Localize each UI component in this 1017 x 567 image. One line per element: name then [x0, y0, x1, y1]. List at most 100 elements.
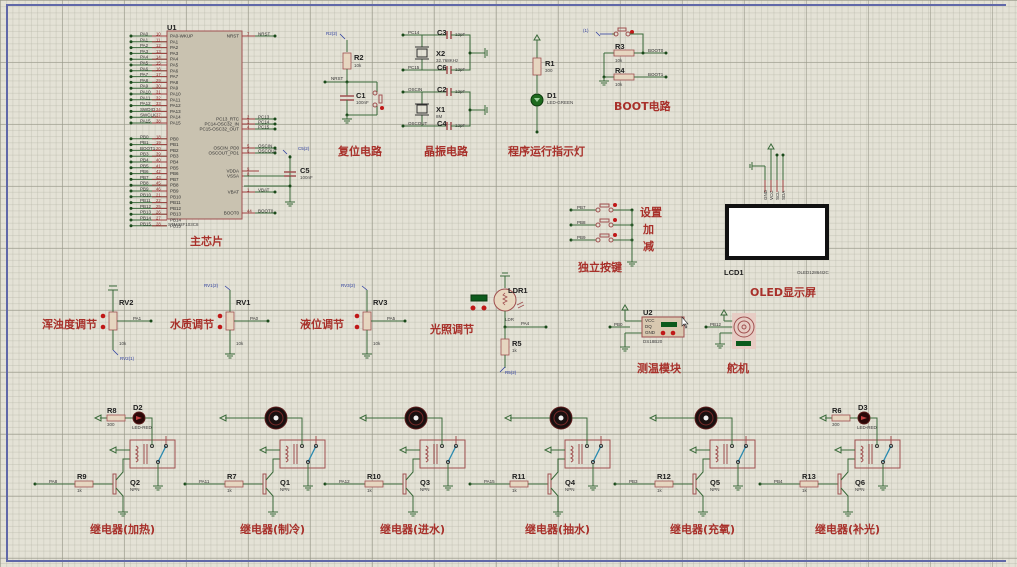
c3-ref: C3 — [437, 28, 447, 37]
pin-number: 5 — [247, 144, 250, 149]
pin-name: PB13 — [170, 212, 182, 217]
pin-number: 26 — [156, 210, 161, 215]
nrst-net: NRST — [331, 76, 344, 81]
pin-name: OSCOUT_PD1 — [208, 151, 239, 156]
key-button-pb7[interactable]: PB7 — [569, 203, 634, 213]
pot-ref: RV1 — [236, 298, 250, 307]
x2-val: 32.768KHz — [436, 58, 459, 63]
net-label: PB6 — [140, 169, 149, 174]
ldr-val: LDR — [505, 317, 515, 322]
servo-motor[interactable] — [704, 309, 757, 349]
pin-name: PA6 — [170, 68, 179, 73]
key-button-pb8[interactable]: PB8 — [569, 218, 634, 228]
net-label: PB0 — [140, 134, 149, 139]
ldr-circuit[interactable] — [470, 272, 548, 373]
x1-val: 8M — [436, 114, 443, 119]
r2-ref: R2 — [354, 53, 364, 62]
net-label: PB5 — [140, 163, 149, 168]
net-label: PA0 — [140, 32, 149, 37]
crystal-circuit[interactable] — [401, 31, 488, 130]
run-led-circuit[interactable] — [530, 34, 544, 134]
reset-circuit[interactable] — [323, 33, 385, 124]
c6-ref: C6 — [437, 63, 447, 72]
pin-number: 11 — [156, 37, 161, 42]
transistor-val: NPN — [130, 487, 140, 492]
key-button-pb9[interactable]: PB9 — [569, 233, 634, 243]
r5-ref: R5 — [512, 339, 522, 348]
boot-circuit[interactable] — [595, 27, 668, 86]
pin-name: PB3 — [170, 154, 179, 159]
capacitor-c5[interactable] — [244, 149, 296, 207]
transistor-val: NPN — [855, 487, 865, 492]
net-label: PB1 — [140, 140, 149, 145]
pin-number: 45 — [156, 181, 161, 186]
pin-name: PB7 — [170, 177, 179, 182]
key-label-plus: 加 — [642, 222, 654, 236]
r3-val: 10k — [615, 58, 623, 63]
oled-display[interactable] — [725, 143, 829, 260]
r3-ref: R3 — [615, 42, 625, 51]
pin-name: PB12 — [170, 206, 182, 211]
ds18b20-sensor[interactable] — [608, 304, 689, 352]
pin-name: PA0-WKUP — [170, 34, 193, 39]
net-pa4: PA4 — [521, 321, 530, 326]
net-label: PA4 — [140, 55, 149, 60]
pin-number: 19 — [156, 140, 161, 145]
pin-name: PB15 — [170, 223, 182, 228]
